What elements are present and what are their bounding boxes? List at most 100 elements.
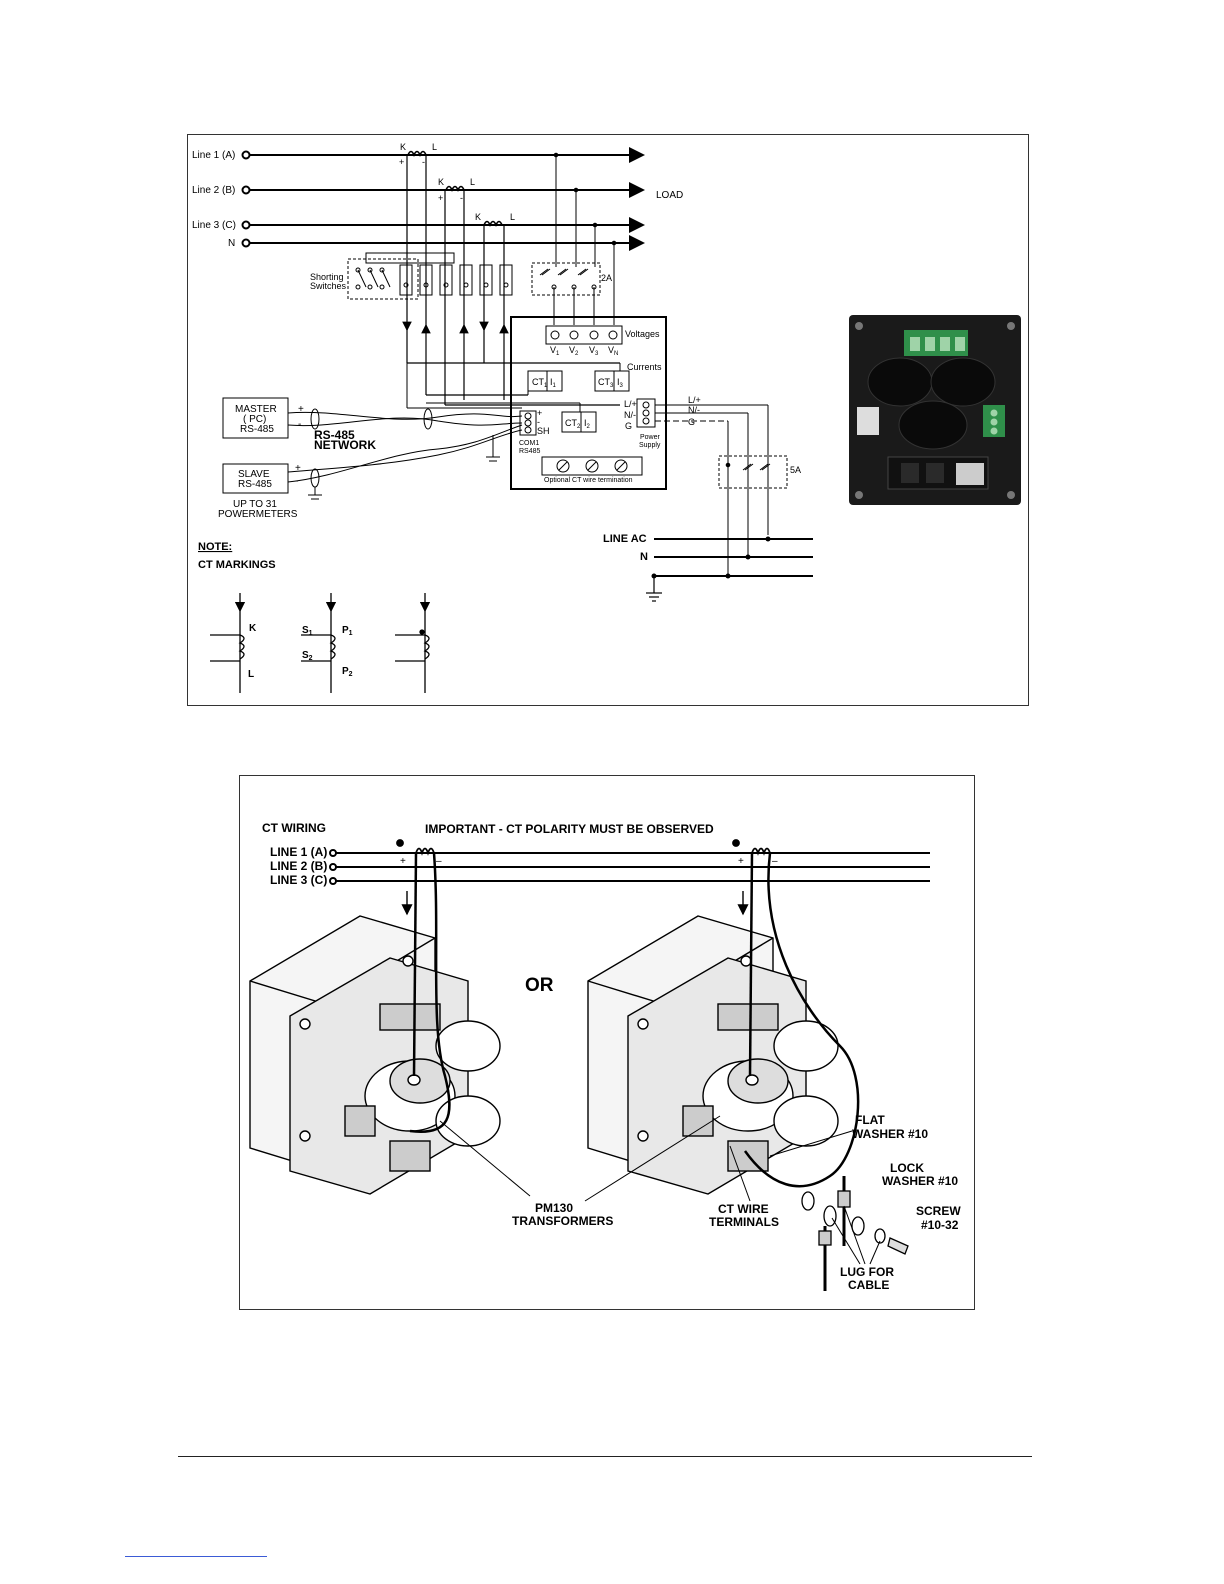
up-to-label-2: POWERMETERS xyxy=(218,509,298,520)
i3-block: I3 xyxy=(617,377,624,389)
com1-label: COM1 xyxy=(519,440,539,447)
com-sh: SH xyxy=(537,426,550,436)
ct1-minus: - xyxy=(422,157,425,167)
v2-label: V2 xyxy=(569,345,579,357)
ct1-k: K xyxy=(400,142,406,152)
right-minus: – xyxy=(772,856,778,867)
marking-p2: P2 xyxy=(342,666,353,678)
lug-1: LUG FOR xyxy=(840,1265,894,1279)
power-l-label: L/+ xyxy=(624,399,637,409)
ct3-block: CT3 xyxy=(598,377,614,389)
or-label: OR xyxy=(525,975,554,996)
bus-lines xyxy=(241,147,645,251)
ct2-minus: - xyxy=(460,193,463,203)
important-note: IMPORTANT - CT POLARITY MUST BE OBSERVED xyxy=(425,822,714,836)
ct2-l: L xyxy=(470,177,475,187)
slave-label-1: SLAVE xyxy=(238,469,270,480)
line-ct-coils xyxy=(407,150,503,228)
master-box xyxy=(222,397,289,439)
i2-block: I2 xyxy=(584,418,591,430)
line-conductors xyxy=(329,849,930,885)
current-wiring xyxy=(406,363,621,412)
ct1-l: L xyxy=(432,142,437,152)
com-plus: + xyxy=(537,408,542,418)
ct1-block: CT1 xyxy=(532,377,548,389)
slave-plus: + xyxy=(295,463,301,474)
master-label-3: RS-485 xyxy=(240,424,274,435)
line-b-label: LINE 2 (B) xyxy=(270,859,327,873)
power-supply-1: Power xyxy=(640,434,661,441)
slave-box xyxy=(222,463,289,494)
ct3-k: K xyxy=(475,212,481,222)
line-a-label: LINE 1 (A) xyxy=(270,845,327,859)
power-supply-2: Supply xyxy=(639,442,661,449)
shorting-label-1: Shorting xyxy=(310,272,344,282)
v1-label: V1 xyxy=(550,345,560,357)
power-n-label: N/- xyxy=(624,410,636,420)
wiring-diagram-frame: Line 1 (A) Line 2 (B) Line 3 (C) N LOAD … xyxy=(187,134,1029,706)
i1-block: I1 xyxy=(550,377,557,389)
lock-washer-1: LOCK xyxy=(890,1161,924,1175)
master-plus: + xyxy=(298,404,304,415)
ct1-plus: + xyxy=(399,157,404,167)
lock-washer-2: WASHER #10 xyxy=(882,1174,958,1188)
flat-washer-1: FLAT xyxy=(855,1113,885,1127)
line-1-label: Line 1 (A) xyxy=(192,150,235,161)
ct-wires-left xyxy=(401,852,451,1133)
ct-markings-label: CT MARKINGS xyxy=(198,559,276,571)
marking-s2: S2 xyxy=(302,650,313,662)
left-minus: – xyxy=(436,856,442,867)
meter-right xyxy=(587,915,839,1195)
ct-wiring-title: CT WIRING xyxy=(262,821,326,835)
ac-lines xyxy=(646,538,813,602)
marking-p1: P1 xyxy=(342,625,353,637)
flat-washer-2: WASHER #10 xyxy=(852,1127,928,1141)
fuse-5a-label: 5A xyxy=(790,465,801,475)
marking-k: K xyxy=(249,623,257,634)
rs485-cables xyxy=(287,408,523,500)
fuse-2a-label: 2A xyxy=(601,273,612,283)
ct-wire-terminals-2: TERMINALS xyxy=(709,1215,779,1229)
lug-2: CABLE xyxy=(848,1278,889,1292)
left-plus: + xyxy=(400,856,406,867)
ct3-l: L xyxy=(510,212,515,222)
slave-minus: - xyxy=(295,476,298,487)
hardware-parts xyxy=(801,1176,909,1291)
master-label-1: MASTER xyxy=(235,404,277,415)
v3-label: V3 xyxy=(589,345,599,357)
screw-2: #10-32 xyxy=(921,1218,959,1232)
line-2-label: Line 2 (B) xyxy=(192,185,235,196)
line-ac-label: LINE AC xyxy=(603,533,647,545)
footer-link-underline[interactable] xyxy=(125,1556,267,1557)
pm130-label-2: TRANSFORMERS xyxy=(512,1214,613,1228)
optional-ct-label: Optional CT wire termination xyxy=(544,477,633,484)
meter-left xyxy=(249,915,501,1195)
pm130-label-1: PM130 xyxy=(535,1201,573,1215)
lug-leaders xyxy=(831,1205,881,1265)
right-plus: + xyxy=(738,856,744,867)
ct-coil-left xyxy=(396,839,435,856)
currents-label: Currents xyxy=(627,362,662,372)
neutral-label: N xyxy=(228,238,235,249)
wiring-schematic: Line 1 (A) Line 2 (B) Line 3 (C) N LOAD … xyxy=(192,142,1021,693)
rs485-label: RS485 xyxy=(519,448,541,455)
rs485-network-1: RS-485 xyxy=(314,428,355,442)
ct2-block: CT2 xyxy=(565,418,581,430)
voltages-label: Voltages xyxy=(625,329,660,339)
com-minus: - xyxy=(537,417,540,427)
ct2-plus: + xyxy=(438,193,443,203)
screw-1: SCREW xyxy=(916,1204,961,1218)
ct-leads xyxy=(402,155,620,406)
ct-wires-right xyxy=(737,852,860,1188)
slave-label-2: RS-485 xyxy=(238,479,272,490)
master-label-2: ( PC) xyxy=(243,414,266,425)
device-rear-photo xyxy=(849,315,1021,505)
vn-label: VN xyxy=(608,345,618,357)
load-label: LOAD xyxy=(656,190,683,201)
ct-coil-right xyxy=(732,839,771,856)
shorting-label-2: Switches xyxy=(310,281,347,291)
power-line-g: G xyxy=(688,417,695,427)
line-3-label: Line 3 (C) xyxy=(192,220,236,231)
marking-s1: S1 xyxy=(302,625,313,637)
power-line-l: L/+ xyxy=(688,395,701,405)
